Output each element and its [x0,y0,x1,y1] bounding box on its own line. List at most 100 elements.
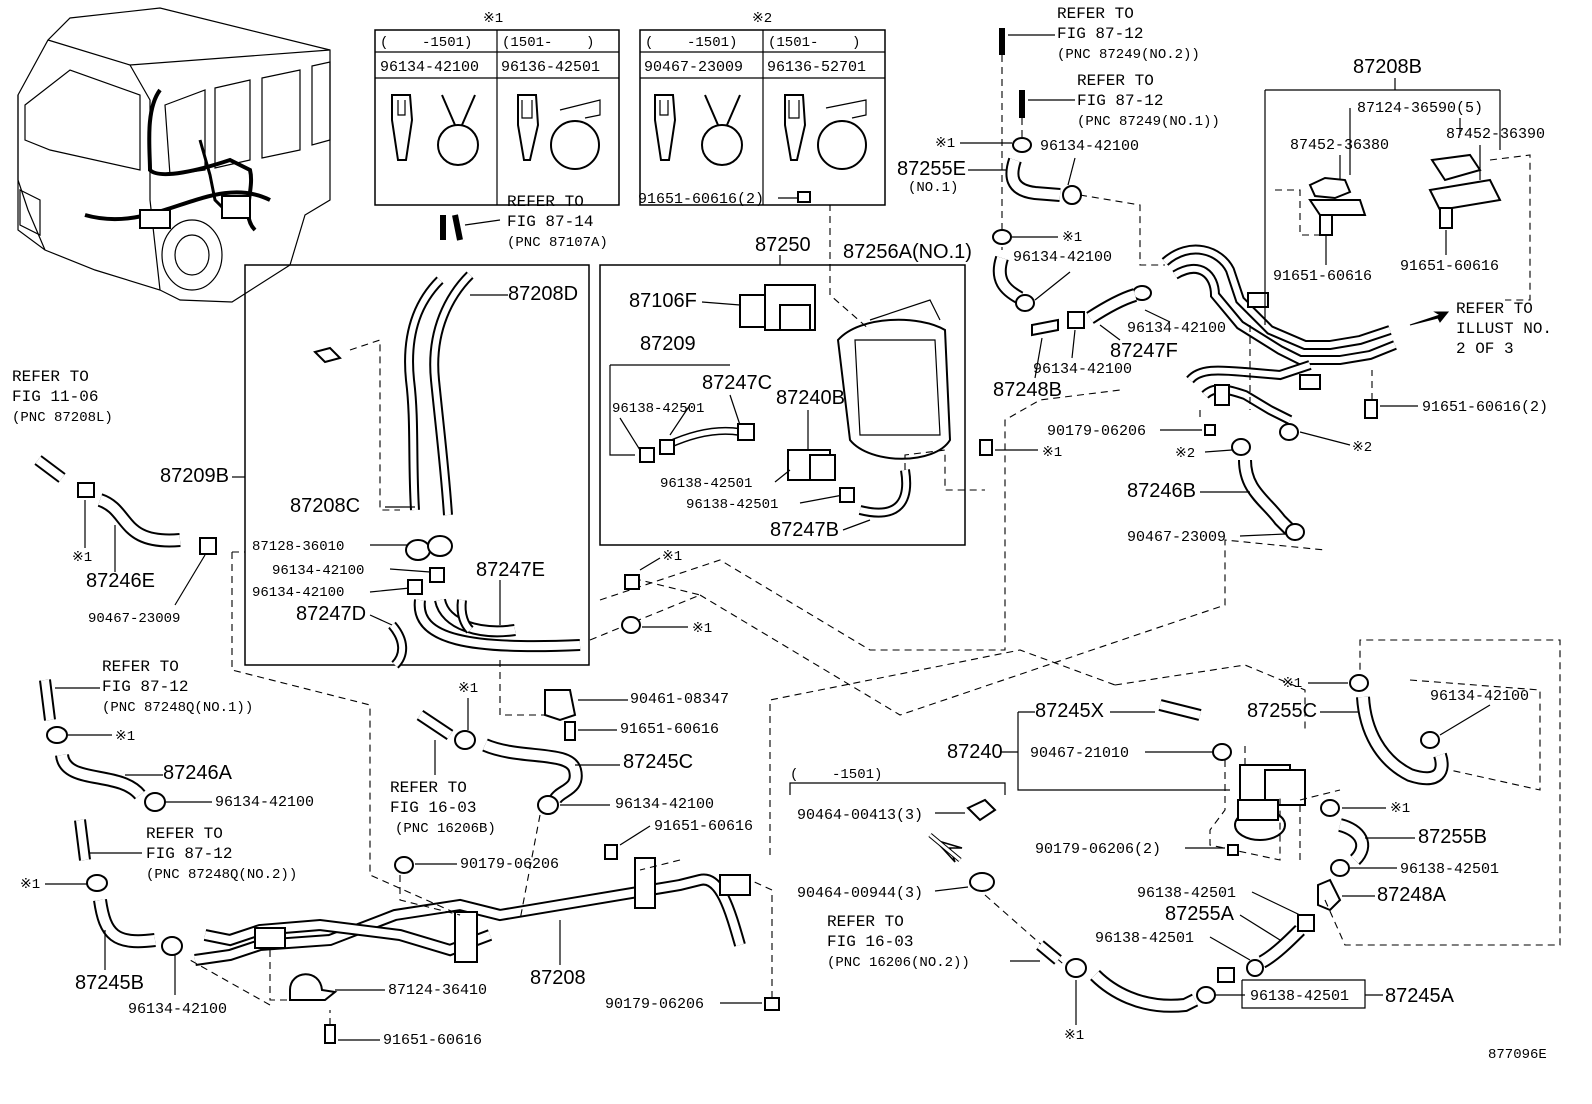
hoses-87247D-87247E [388,598,581,669]
label-87255C: 87255C [1247,700,1317,722]
ref-87248Q1-line1: REFER TO [102,658,179,676]
label-87247E: 87247E [476,559,545,581]
label-87247F: 87247F [1110,340,1178,362]
label-87452-36380: 87452-36380 [1290,137,1389,154]
ref-87248Q2-line3: (PNC 87248Q(NO.2)) [146,867,297,883]
label-87245A: 87245A [1385,985,1455,1007]
label-87106F: 87106F [629,290,697,312]
label-90179-06206-b: 90179-06206 [605,996,704,1013]
ref-16206-2-line3: (PNC 16206(NO.2)) [827,955,970,971]
ref-illust-line3: 2 OF 3 [1456,340,1514,358]
label-91651-60616-b: 91651-60616 [1400,258,1499,275]
label-96138-42501-r4: 96138-42501 [1250,988,1349,1005]
label-87245X: 87245X [1035,700,1104,722]
ref-87249-2-line3: (PNC 87249(NO.2)) [1057,47,1200,63]
ref-16206B-line3: (PNC 16206B) [395,821,496,837]
ref-illust-line2: ILLUST NO. [1456,320,1552,338]
label-87208: 87208 [530,967,586,989]
label-90464-00944: 90464-00944(3) [797,885,923,902]
label-90179-06206-2: 90179-06206(2) [1035,841,1161,858]
label-87128-36010: 87128-36010 [252,539,344,555]
label-87247D: 87247D [296,603,366,625]
ref-87249-1-line1: REFER TO [1077,72,1154,90]
pipe-87208D [404,271,474,516]
note1-mark-87245A: ※1 [1064,1028,1084,1044]
note1-table: ※1 ( -1501) (1501- ) 96134-42100 96136-4… [374,11,620,206]
clamp-group-87208B: 87208B 87124-36590(5) 87452-36380 87452-… [1264,56,1545,325]
ref-87249-1-line2: FIG 87-12 [1077,92,1163,110]
label-87255A: 87255A [1165,903,1235,925]
table1-part-1: 96134-42100 [380,59,479,76]
vehicle-illustration [17,7,331,303]
label-1501-range: ( -1501) [790,767,882,783]
label-87255E: 87255E [897,158,966,180]
note2-mark-87246B: ※2 [1175,446,1195,462]
label-87246E: 87246E [86,570,155,592]
valve-87240 [1234,764,1306,841]
label-91651-60616-a: 91651-60616 [1273,268,1372,285]
label-96134-42100-b2: 96134-42100 [128,1001,227,1018]
note2-mark: ※2 [752,11,772,27]
ref-16206-2-line1: REFER TO [827,913,904,931]
label-96138-42501-c: 96138-42501 [686,497,778,513]
label-96138-42501-b: 96138-42501 [660,476,752,492]
label-87246B: 87246B [1127,480,1196,502]
label-90467-21010: 90467-21010 [1030,745,1129,762]
label-87209: 87209 [640,333,696,355]
arrow-icon [1409,311,1450,326]
label-90179-06206-t: 90179-06206 [1047,423,1146,440]
heater-unit-87256A [836,299,952,460]
ref-87-14-line1: REFER TO [507,193,584,211]
table2-range-2: (1501- ) [768,35,860,51]
label-87124-36410: 87124-36410 [388,982,487,999]
label-87452-36390: 87452-36390 [1446,126,1545,143]
table1-range-2: (1501- ) [502,35,594,51]
note1-mark-87246B: ※1 [1042,445,1062,461]
table2-part-2: 96136-52701 [767,59,866,76]
ref-11-06-line1: REFER TO [12,368,89,386]
ref-87248Q1-line2: FIG 87-12 [102,678,188,696]
pipe-87208 [194,857,751,966]
diagram-id: 877096E [1488,1047,1547,1063]
label-96134-42100-r: 96134-42100 [1430,688,1529,705]
label-96134-42100-m: 96134-42100 [615,796,714,813]
ref-87248Q2-line1: REFER TO [146,825,223,843]
note1-mark-87246A: ※1 [115,729,135,745]
table2-range-1: ( -1501) [645,35,737,51]
label-87246A: 87246A [163,762,233,784]
ref-87249-2-line1: REFER TO [1057,5,1134,23]
label-87208D: 87208D [508,283,578,305]
label-96134-42100-l2: 96134-42100 [252,585,344,601]
label-96134-42100-t2: 96134-42100 [1013,249,1112,266]
label-87248A: 87248A [1377,884,1447,906]
label-87247C: 87247C [702,372,772,394]
ref-16206-2-line2: FIG 16-03 [827,933,913,951]
ref-illust-line1: REFER TO [1456,300,1533,318]
label-96138-42501-r2: 96138-42501 [1137,885,1236,902]
ref-87248Q1-line3: (PNC 87248Q(NO.1)) [102,700,253,716]
label-90179-06206-m: 90179-06206 [460,856,559,873]
label-91651-60616-m2: 91651-60616 [654,818,753,835]
label-90467-23009-l: 90467-23009 [88,611,180,627]
table1-part-2: 96136-42501 [501,59,600,76]
pipe-assembly-box: 87209B 87208D 87208C 87128-36010 96134-4… [160,264,590,669]
part-87106F-valve [739,284,816,331]
part-87240B [787,449,836,481]
label-96134-42100-b1: 96134-42100 [215,794,314,811]
label-87255B: 87255B [1418,826,1487,848]
label-87250: 87250 [755,234,811,256]
bracket-87124-36410 [289,973,338,1001]
bracket-90461-08347 [544,689,577,722]
note1-mark-mid-b: ※1 [692,621,712,637]
label-87247B: 87247B [770,519,839,541]
ref-16206B-line2: FIG 16-03 [390,799,476,817]
ref-11-06-line2: FIG 11-06 [12,388,98,406]
label-87124-36590: 87124-36590(5) [1357,100,1483,117]
ref-11-06-line3: (PNC 87208L) [12,410,113,426]
note2-mark-r: ※2 [1352,440,1372,456]
label-91651-60616-2-top: 91651-60616(2) [638,191,764,208]
heater-valve-assembly-box: 87250 87106F 87209 87247C 96138-42501 87… [599,234,985,546]
label-91651-60616-2-r: 91651-60616(2) [1422,399,1548,416]
note1-mark-87256A: ※1 [1062,230,1082,246]
